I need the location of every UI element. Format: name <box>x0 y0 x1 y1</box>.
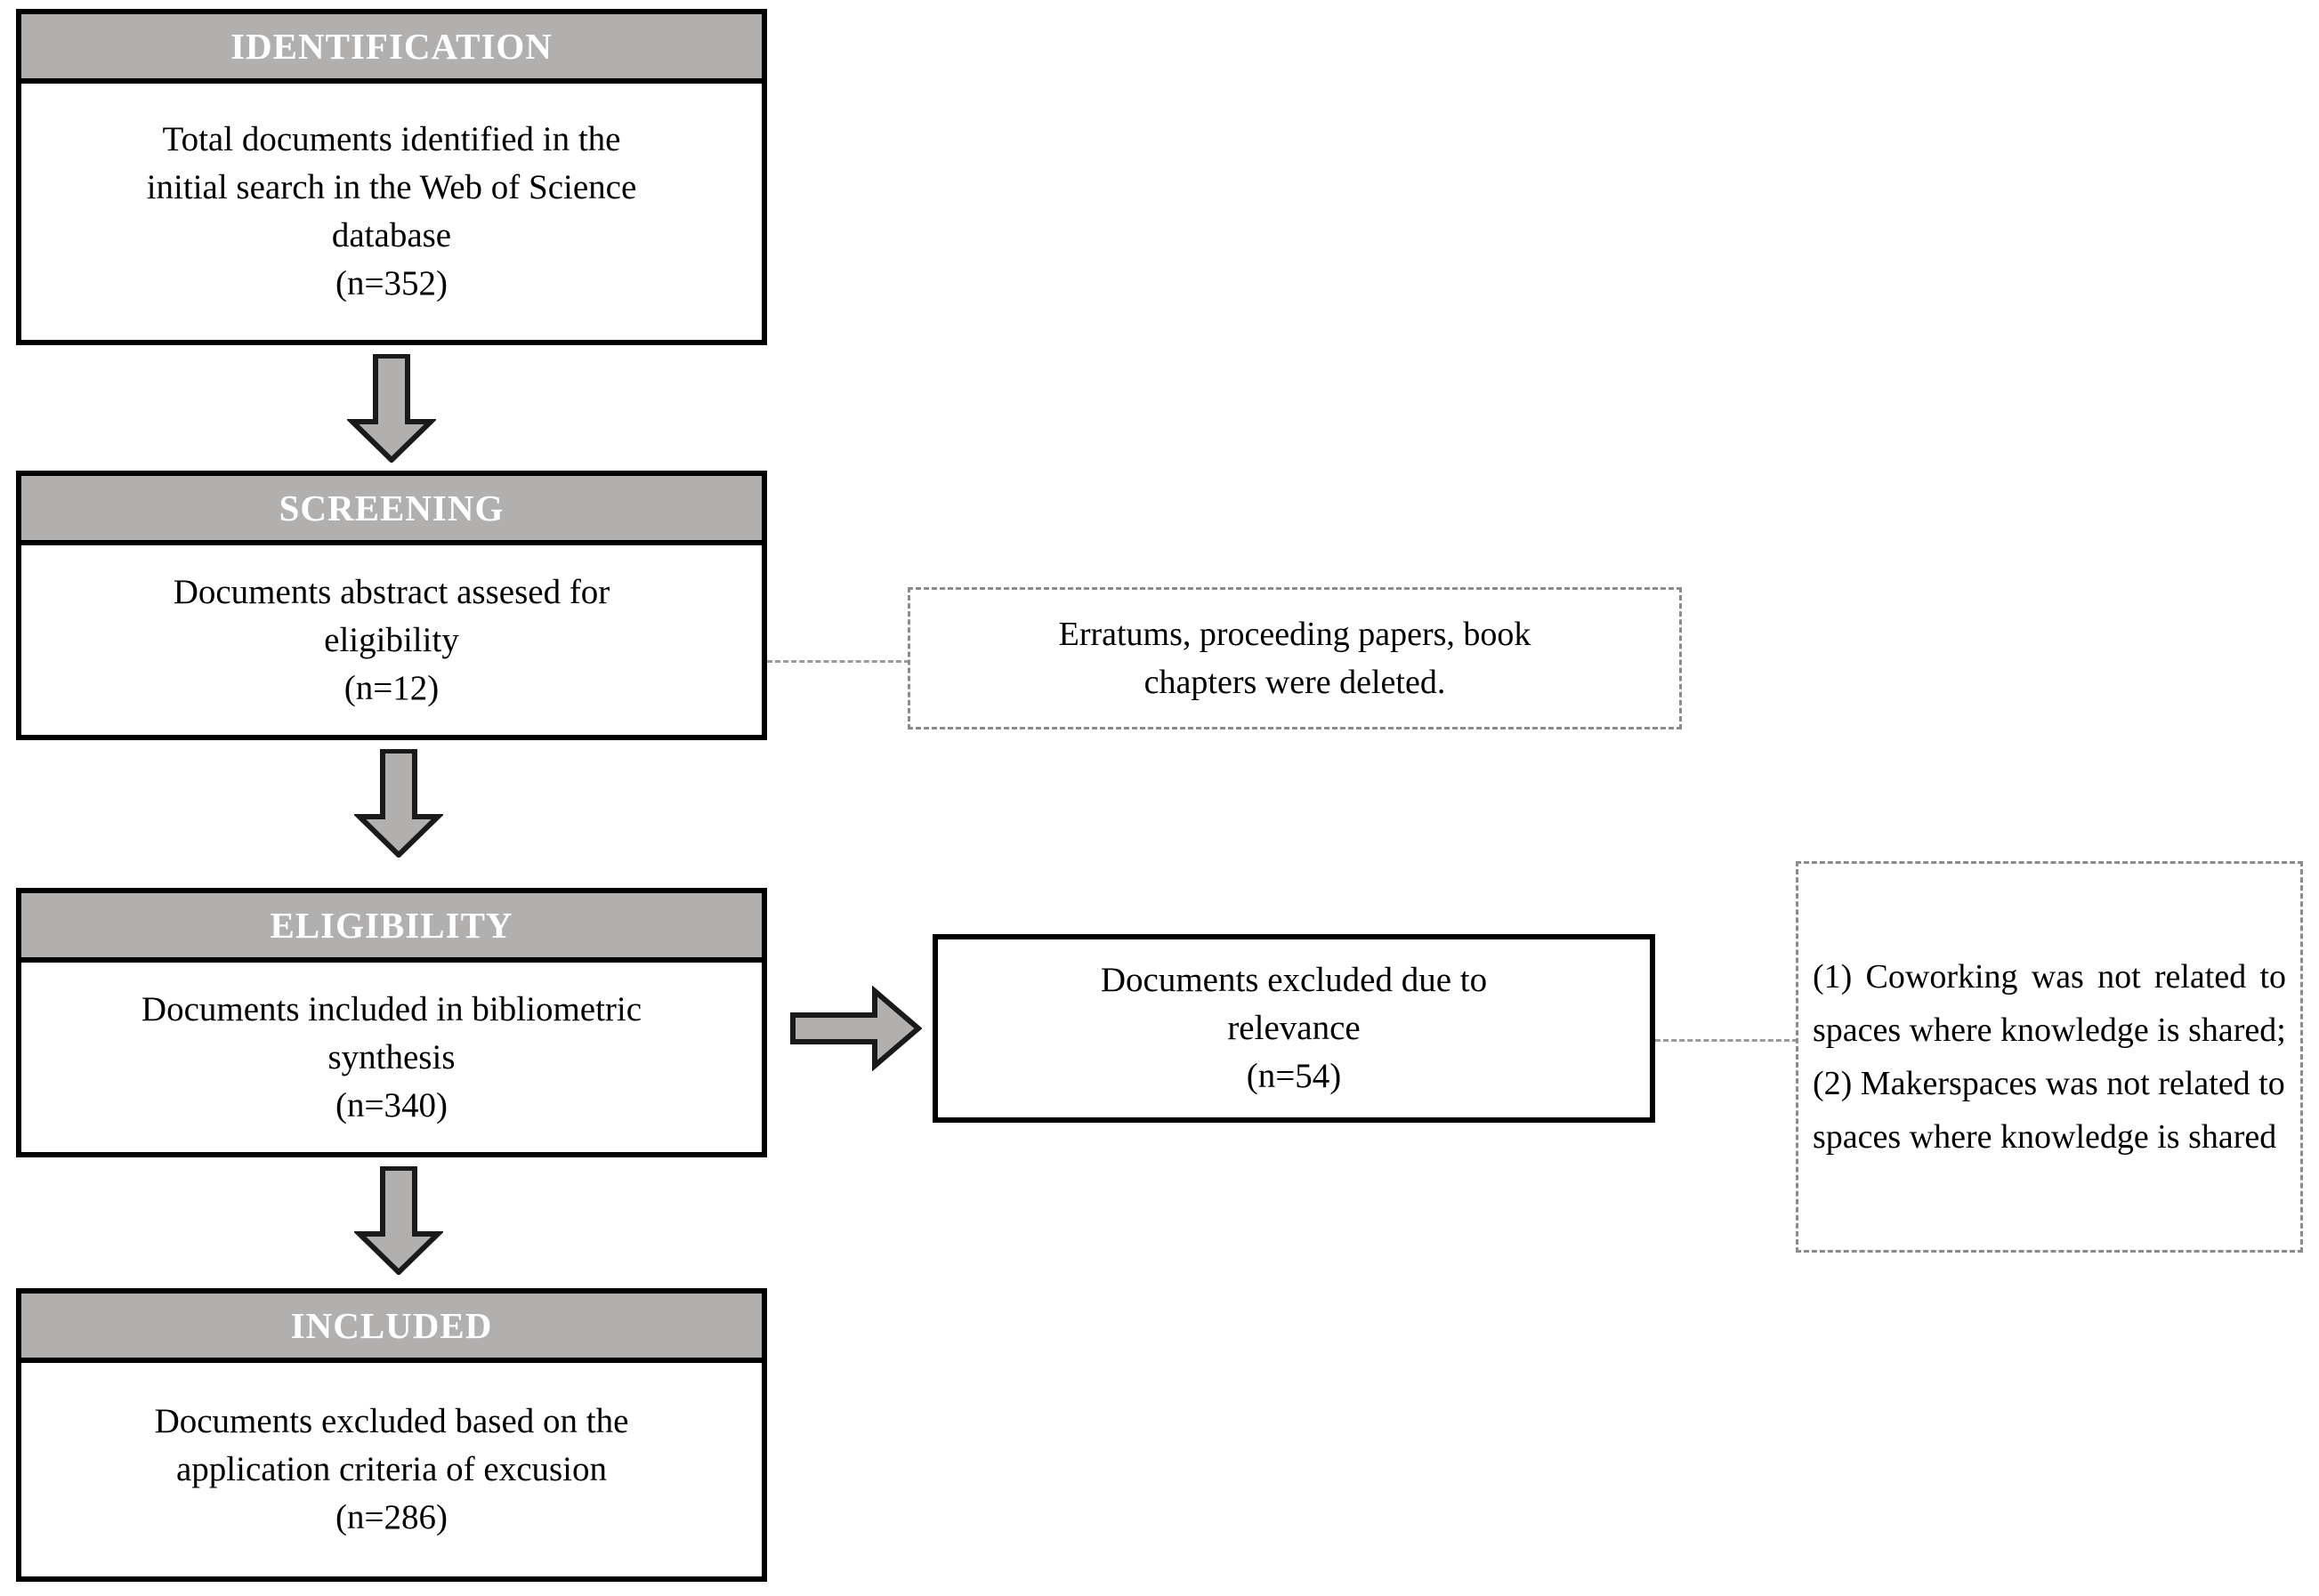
stage-box-screening: SCREENING Documents abstract assesed for… <box>16 471 767 740</box>
stage-header-eligibility: ELIGIBILITY <box>21 893 762 963</box>
excluded-count-label: (n=54) <box>1246 1057 1342 1095</box>
stage-text-line: Total documents identified in the <box>162 120 621 158</box>
stage-header-screening: SCREENING <box>21 476 762 545</box>
stage-header-identification: IDENTIFICATION <box>21 14 762 84</box>
connector-excluded-to-criteria <box>1655 1039 1798 1042</box>
stage-header-label-included: INCLUDED <box>290 1305 493 1346</box>
stage-box-identification: IDENTIFICATION Total documents identifie… <box>16 9 767 345</box>
stage-text-line: Documents included in bibliometric <box>141 989 642 1028</box>
stage-header-label-eligibility: ELIGIBILITY <box>270 905 513 946</box>
arrow-eligibility-to-excluded <box>790 986 922 1071</box>
excluded-text-line: relevance <box>1227 1009 1361 1047</box>
stage-count-label: (n=12) <box>343 668 440 707</box>
stage-header-label-screening: SCREENING <box>279 488 505 528</box>
box-excluded-due-to-relevance: Documents excluded due to relevance (n=5… <box>933 934 1655 1123</box>
stage-text-line: eligibility <box>324 620 459 659</box>
arrow-identification-to-screening <box>347 354 436 463</box>
note-box-exclusion-criteria: (1) Coworking was not related to spaces … <box>1796 861 2303 1253</box>
stage-box-eligibility: ELIGIBILITY Documents included in biblio… <box>16 888 767 1157</box>
stage-count-label: (n=286) <box>335 1498 448 1536</box>
stage-text-line: initial search in the Web of Science <box>146 168 637 206</box>
arrow-eligibility-to-included <box>354 1166 443 1275</box>
stage-header-included: INCLUDED <box>21 1294 762 1363</box>
stage-text-line: application criteria of excusion <box>175 1450 608 1488</box>
stage-text-line: Documents excluded based on the <box>154 1402 629 1440</box>
stage-header-label-identification: IDENTIFICATION <box>230 26 553 67</box>
stage-box-included: INCLUDED Documents excluded based on the… <box>16 1288 767 1582</box>
arrow-screening-to-eligibility <box>354 749 443 858</box>
criteria-paragraph: (1) Coworking was not related to spaces … <box>1813 958 2286 1049</box>
stage-body-eligibility: Documents included in bibliometric synth… <box>21 963 762 1152</box>
stage-text-line: synthesis <box>327 1037 456 1076</box>
note-text-line: chapters were deleted. <box>1143 664 1446 701</box>
stage-body-included: Documents excluded based on the applicat… <box>21 1363 762 1576</box>
stage-body-identification: Total documents identified in the initia… <box>21 84 762 340</box>
stage-text-line: database <box>331 216 452 254</box>
stage-text-line: Documents abstract assesed for <box>173 572 610 611</box>
criteria-paragraph: (2) Makerspaces was not related to space… <box>1813 1065 2285 1156</box>
note-box-screening: Erratums, proceeding papers, book chapte… <box>908 587 1682 729</box>
note-text-line: Erratums, proceeding papers, book <box>1058 616 1531 653</box>
excluded-text-line: Documents excluded due to <box>1100 961 1488 999</box>
connector-screening-to-note <box>767 660 909 663</box>
stage-count-label: (n=352) <box>335 264 448 302</box>
stage-count-label: (n=340) <box>335 1085 448 1124</box>
stage-body-screening: Documents abstract assesed for eligibili… <box>21 545 762 735</box>
